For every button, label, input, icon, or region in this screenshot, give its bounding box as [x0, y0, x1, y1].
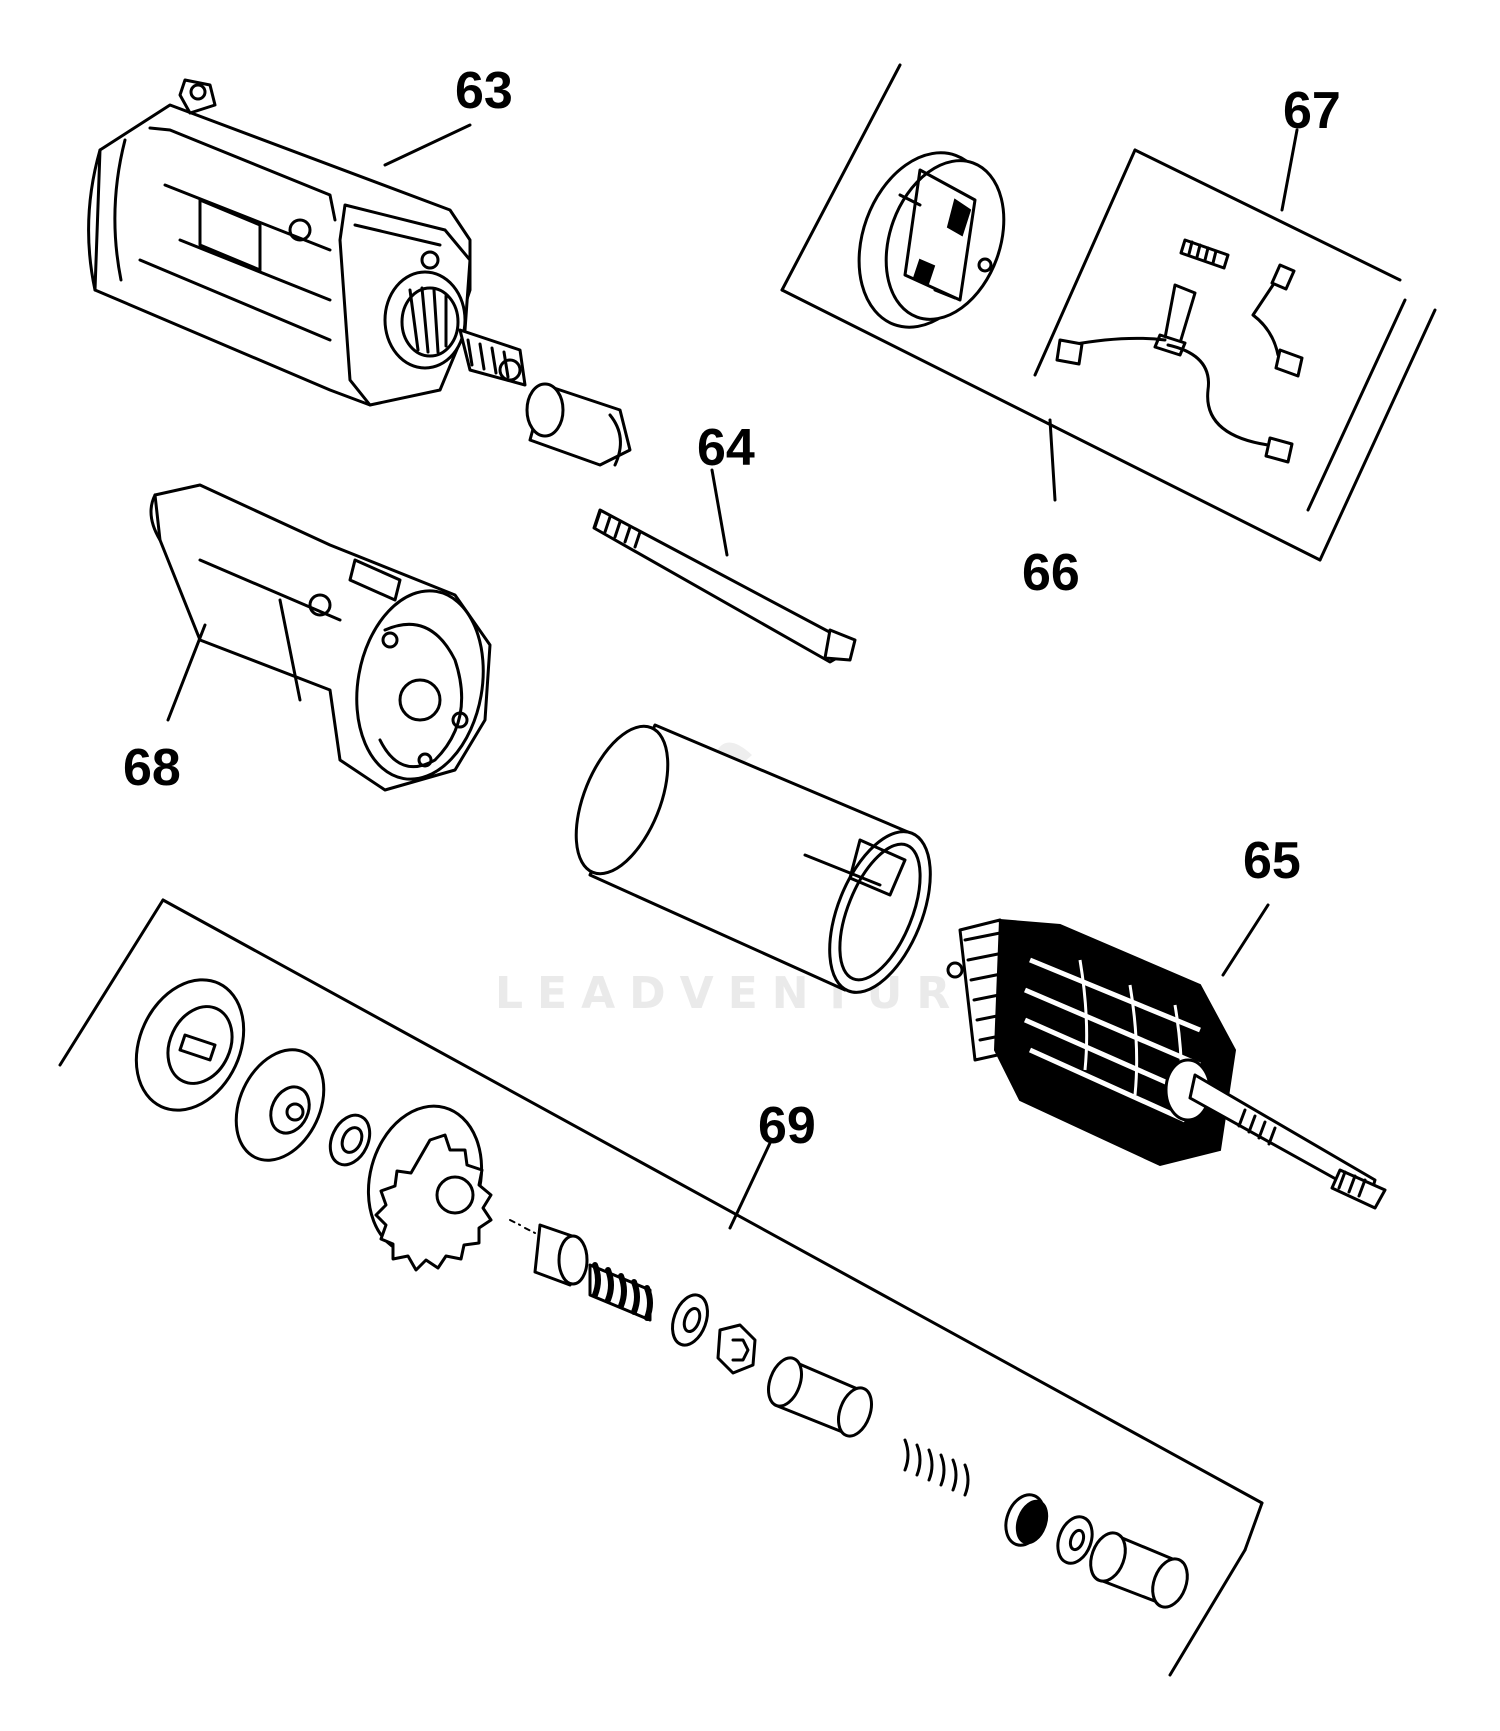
- callout-66: 66: [1022, 544, 1080, 602]
- leader-line-67: [1280, 128, 1299, 212]
- callout-67: 67: [1283, 82, 1341, 140]
- leader-line-65: [1221, 903, 1270, 977]
- callout-65: 65: [1243, 832, 1301, 890]
- field-frame-tube: [574, 723, 932, 994]
- part-67-brush-set: [1033, 148, 1402, 464]
- leader-line-66: [1048, 418, 1057, 502]
- part-64-through-bolt: [592, 508, 857, 664]
- part-69-drive-assembly-kit: [58, 898, 1264, 1677]
- part-63-starter-motor: [87, 78, 632, 467]
- leader-line-64: [710, 468, 729, 557]
- leader-line-69: [728, 1141, 772, 1230]
- part-66-brush-plate-kit: [780, 63, 1437, 562]
- leader-line-68: [166, 623, 207, 722]
- callout-63: 63: [455, 62, 513, 120]
- leader-line-63: [383, 123, 472, 167]
- callout-69: 69: [758, 1097, 816, 1155]
- part-65-armature: [946, 918, 1387, 1210]
- part-68-drive-end-housing: [149, 483, 492, 792]
- callout-68: 68: [123, 739, 181, 797]
- callout-64: 64: [697, 419, 755, 477]
- watermark-text: LEADVENTURE: [495, 968, 1008, 1019]
